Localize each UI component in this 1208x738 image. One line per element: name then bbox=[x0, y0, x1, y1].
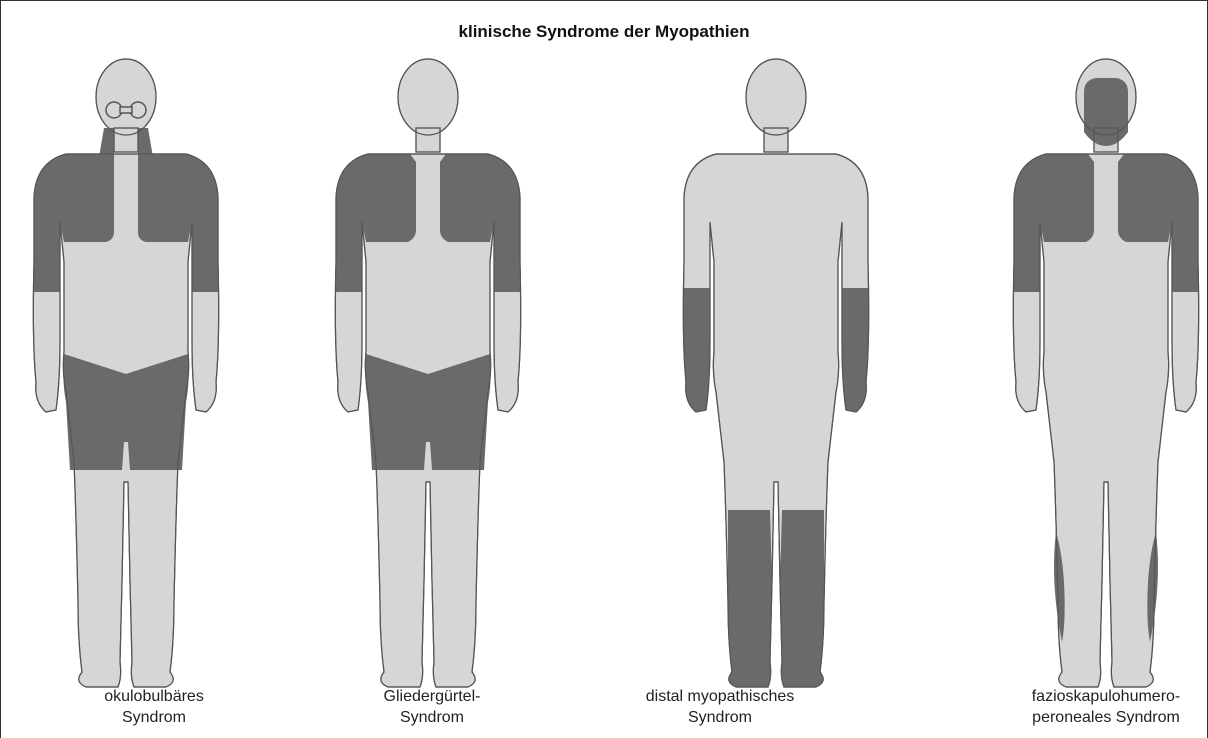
affected-forearms-hands bbox=[842, 288, 869, 412]
figure-distal bbox=[683, 59, 868, 687]
affected-upper-arms bbox=[34, 257, 60, 292]
affected-upper-arms bbox=[336, 257, 362, 292]
body-silhouette bbox=[1013, 59, 1198, 687]
figure-gliedergurtel bbox=[335, 59, 520, 687]
figure-fazioskapulo bbox=[1013, 59, 1198, 687]
affected-upper-arms bbox=[1172, 257, 1198, 292]
affected-eyes bbox=[120, 107, 132, 113]
affected-upper-arms bbox=[494, 257, 520, 292]
body-silhouette bbox=[683, 59, 868, 687]
caption-fazioskapulo: fazioskapulohumero-peroneales Syndrom bbox=[956, 686, 1208, 728]
body-silhouette bbox=[33, 59, 218, 687]
affected-calves-feet bbox=[780, 510, 824, 687]
affected-face bbox=[1084, 78, 1128, 146]
figure-okulobulbaer bbox=[33, 59, 218, 687]
affected-upper-arms bbox=[1014, 257, 1040, 292]
affected-calves-feet bbox=[728, 510, 772, 687]
caption-gliedergurtel: Gliedergürtel-Syndrom bbox=[282, 686, 582, 728]
body-silhouette bbox=[335, 59, 520, 687]
affected-forearms-hands bbox=[683, 288, 710, 412]
affected-upper-arms bbox=[192, 257, 218, 292]
